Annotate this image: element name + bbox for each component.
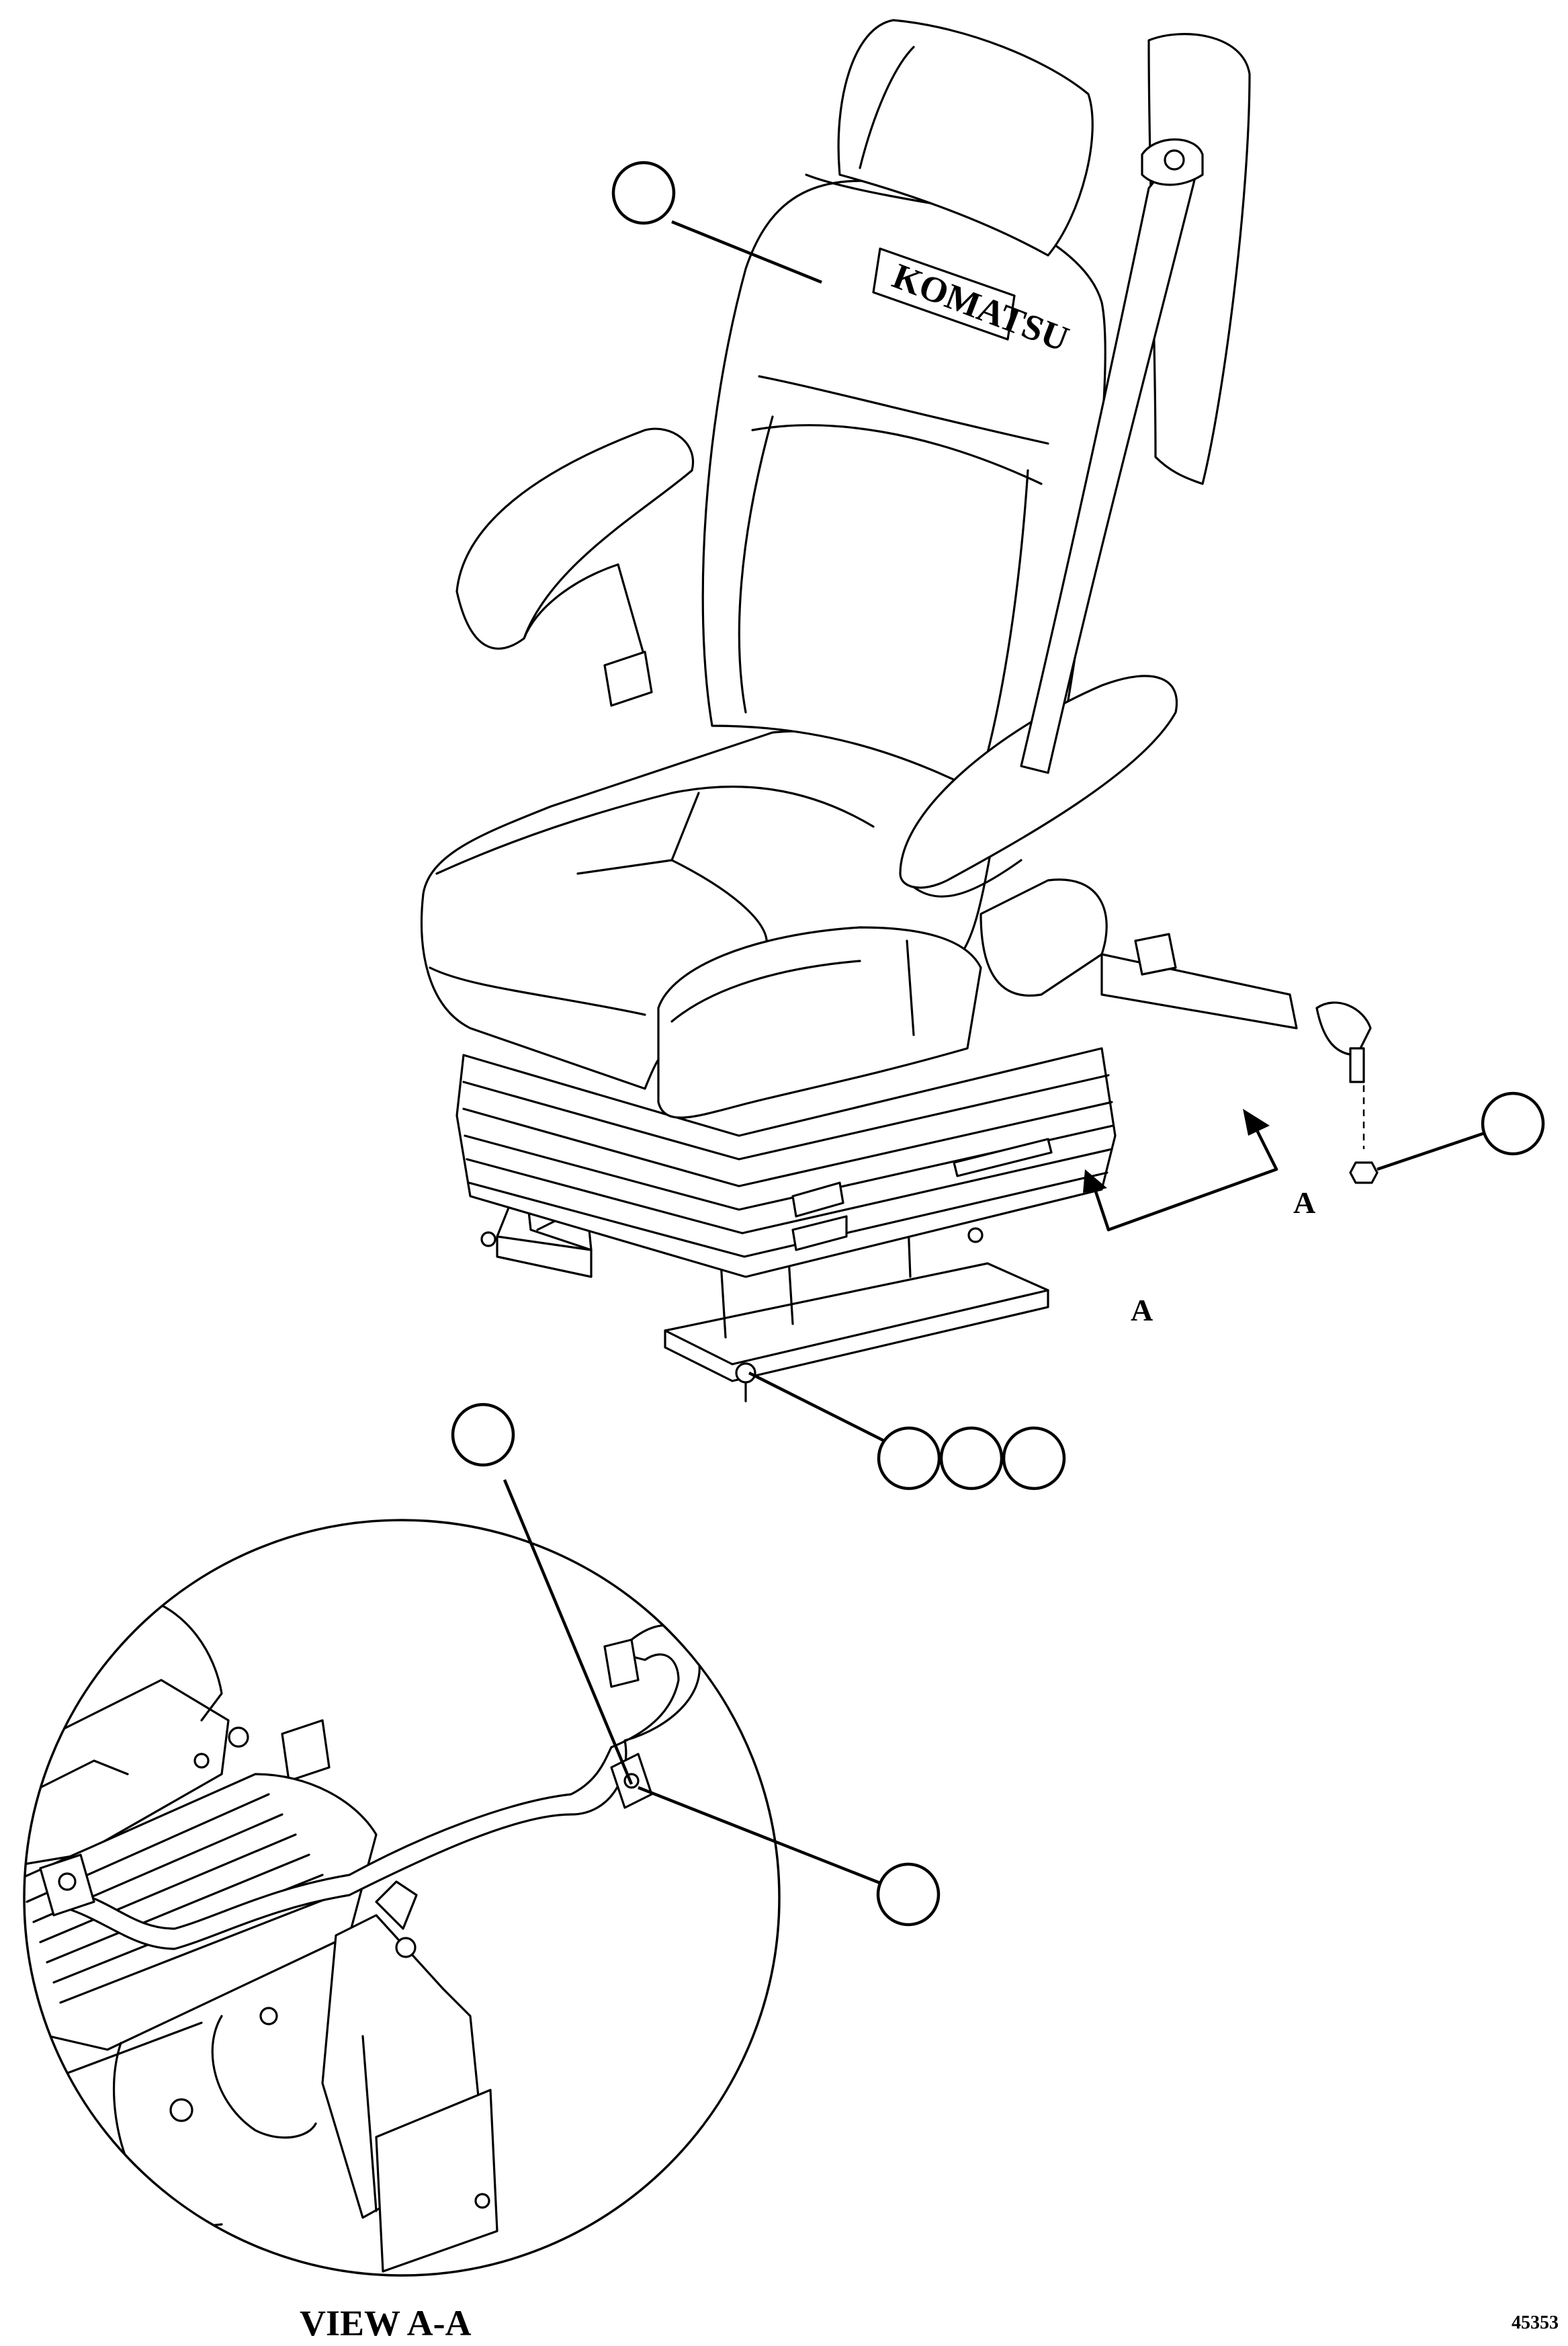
seat-suspension [455, 1047, 1117, 1278]
mount-bolt-callout-3 [1002, 1426, 1066, 1491]
mount-bolt-callout-1 [877, 1426, 941, 1491]
harness-callout-leader [503, 1479, 634, 1785]
belt-anchor-nut [1349, 1161, 1379, 1184]
operator-seat-illustration: KOMATSU [421, 19, 1379, 1402]
seat-belt [979, 33, 1372, 1149]
detail-view-border [23, 1519, 781, 2277]
seat-headrest [837, 19, 1094, 257]
section-marker-right: A [1293, 1185, 1315, 1220]
clip-callout-leader [638, 1786, 881, 1885]
section-marker-left: A [1131, 1293, 1153, 1327]
right-armrest [899, 675, 1178, 898]
detail-view-illustration [24, 1598, 701, 2273]
anchor-nut-callout-leader [1377, 1131, 1485, 1171]
figure-number: 45353 [1512, 2312, 1559, 2333]
mount-bolt-callout-2 [939, 1426, 1004, 1491]
backrest-callout [611, 161, 676, 225]
left-armrest [455, 427, 695, 707]
view-title: VIEW A-A [300, 2303, 472, 2343]
seat-cushion [421, 730, 1002, 1119]
clip-callout [876, 1862, 941, 1927]
mount-bolt-callout-leader [748, 1371, 887, 1443]
backrest-callout-leader [671, 220, 822, 284]
section-marker-lines [1083, 1109, 1278, 1232]
anchor-nut-callout [1481, 1091, 1545, 1156]
harness-callout [451, 1402, 515, 1467]
